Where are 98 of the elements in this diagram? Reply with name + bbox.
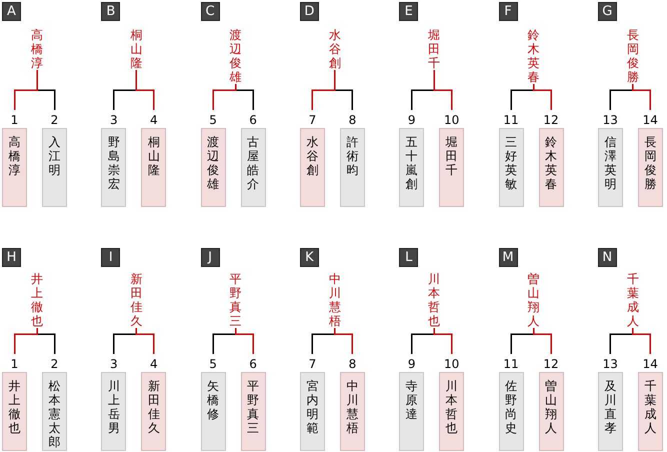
player-box: 川本哲也 bbox=[439, 372, 464, 451]
seed-number: 1 bbox=[10, 113, 20, 127]
seed-number: 12 bbox=[542, 357, 560, 371]
group-badge: A bbox=[2, 2, 21, 21]
player-box: 水谷創 bbox=[300, 128, 325, 207]
player-box: 長岡俊勝 bbox=[638, 128, 663, 207]
player-box: 渡辺俊雄 bbox=[200, 128, 226, 207]
winner-name: 堀田千 bbox=[428, 28, 440, 70]
seed-number: 13 bbox=[602, 357, 619, 371]
group-badge: F bbox=[498, 2, 518, 21]
winner-name: 曽山翔人 bbox=[528, 272, 540, 328]
player-box: 千葉成人 bbox=[638, 372, 663, 451]
seed-number: 10 bbox=[443, 113, 460, 127]
group-badge: L bbox=[399, 248, 418, 267]
seed-number: 8 bbox=[348, 113, 358, 127]
player-box: 井上徹也 bbox=[2, 372, 27, 451]
player-box: 曽山翔人 bbox=[538, 372, 564, 451]
player-box: 堀田千 bbox=[439, 128, 464, 207]
seed-number: 7 bbox=[308, 113, 318, 127]
player-box: 古屋皓介 bbox=[240, 128, 266, 207]
seed-number: 5 bbox=[208, 357, 218, 371]
seed-number: 14 bbox=[642, 113, 659, 127]
bracket-line bbox=[234, 328, 254, 354]
winner-name: 新田佳久 bbox=[130, 272, 142, 328]
seed-number: 3 bbox=[108, 357, 119, 371]
winner-name: 高橋淳 bbox=[31, 28, 43, 70]
seed-number: 12 bbox=[542, 113, 560, 127]
bracket-line bbox=[136, 328, 155, 354]
seed-number: 10 bbox=[443, 357, 460, 371]
seed-number: 1 bbox=[10, 357, 20, 371]
player-box: 鈴木英春 bbox=[538, 128, 564, 207]
player-box: 許術昀 bbox=[340, 128, 365, 207]
group-badge: G bbox=[598, 2, 617, 21]
player-box: 桐山隆 bbox=[141, 128, 166, 207]
group-badge: E bbox=[399, 2, 418, 21]
seed-number: 9 bbox=[406, 113, 416, 127]
seed-number: 13 bbox=[602, 113, 619, 127]
seed-number: 11 bbox=[502, 113, 520, 127]
player-box: 松本憲太郎 bbox=[42, 372, 67, 451]
winner-name: 渡辺俊雄 bbox=[230, 28, 242, 84]
seed-number: 6 bbox=[248, 113, 258, 127]
bracket-line bbox=[136, 70, 155, 110]
winner-name: 鈴木英春 bbox=[528, 28, 540, 84]
player-box: 入江明 bbox=[42, 128, 67, 207]
player-box: 佐野尚史 bbox=[498, 372, 524, 451]
bracket-line bbox=[334, 328, 354, 354]
player-box: 宮内明範 bbox=[300, 372, 325, 451]
bracket-line bbox=[433, 328, 452, 354]
player-box: 野島崇宏 bbox=[101, 128, 126, 207]
player-box: 矢橋修 bbox=[200, 372, 226, 451]
group-badge: N bbox=[598, 248, 617, 267]
winner-name: 平野真三 bbox=[230, 272, 242, 328]
bracket-line bbox=[632, 84, 652, 110]
seed-number: 11 bbox=[502, 357, 520, 371]
seed-number: 6 bbox=[248, 357, 258, 371]
bracket-line bbox=[632, 328, 652, 354]
player-box: 川上岳男 bbox=[101, 372, 126, 451]
seed-number: 2 bbox=[50, 357, 60, 371]
player-box: 寺原達 bbox=[399, 372, 424, 451]
group-badge: B bbox=[101, 2, 120, 21]
player-box: 信澤英明 bbox=[598, 128, 623, 207]
seed-number: 4 bbox=[148, 113, 159, 127]
seed-number: 9 bbox=[406, 357, 416, 371]
player-box: 中川慧梧 bbox=[340, 372, 365, 451]
winner-name: 水谷創 bbox=[328, 28, 341, 70]
winner-name: 長岡俊勝 bbox=[626, 28, 639, 84]
seed-number: 14 bbox=[642, 357, 659, 371]
group-badge: D bbox=[300, 2, 319, 21]
group-badge: M bbox=[498, 248, 518, 267]
group-badge: J bbox=[200, 248, 220, 267]
bracket-line bbox=[532, 84, 552, 110]
winner-name: 井上徹也 bbox=[31, 272, 43, 328]
seed-number: 8 bbox=[348, 357, 358, 371]
player-box: 新田佳久 bbox=[141, 372, 166, 451]
seed-number: 7 bbox=[308, 357, 318, 371]
player-box: 及川直孝 bbox=[598, 372, 623, 451]
bracket-line bbox=[212, 84, 236, 110]
player-box: 平野真三 bbox=[240, 372, 266, 451]
seed-number: 3 bbox=[108, 113, 119, 127]
player-box: 五十嵐創 bbox=[399, 128, 424, 207]
winner-name: 中川慧梧 bbox=[328, 272, 341, 328]
winner-name: 川本哲也 bbox=[428, 272, 440, 328]
seed-number: 2 bbox=[50, 113, 60, 127]
player-box: 高橋淳 bbox=[2, 128, 27, 207]
group-badge: K bbox=[300, 248, 319, 267]
group-badge: H bbox=[2, 248, 21, 267]
player-box: 三好英敏 bbox=[498, 128, 524, 207]
bracket-line bbox=[433, 70, 452, 110]
group-badge: I bbox=[101, 248, 120, 267]
seed-number: 4 bbox=[148, 357, 159, 371]
bracket-line bbox=[312, 70, 336, 110]
bracket-line bbox=[14, 328, 38, 354]
group-badge: C bbox=[200, 2, 220, 21]
winner-name: 千葉成人 bbox=[626, 272, 639, 328]
seed-number: 5 bbox=[208, 113, 218, 127]
bracket-line bbox=[532, 328, 552, 354]
bracket-line bbox=[14, 70, 38, 110]
winner-name: 桐山隆 bbox=[130, 28, 142, 70]
